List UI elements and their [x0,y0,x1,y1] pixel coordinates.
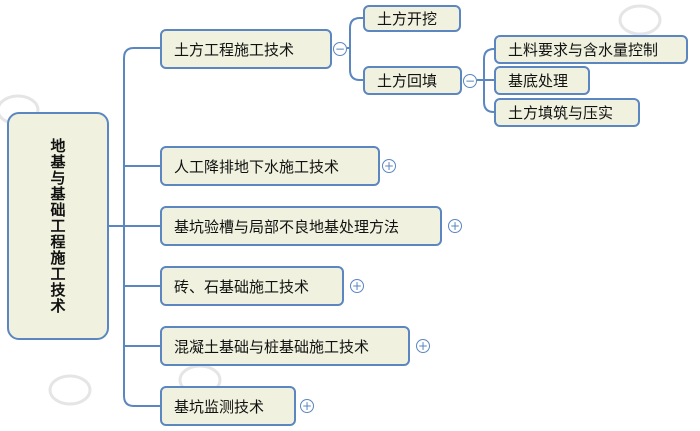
collapse-icon[interactable]: − [333,42,347,56]
node-label: 土方开挖 [377,10,438,28]
watermark-logo-icon [618,4,662,36]
root-node[interactable]: 地基与基础工程施工技术 [7,112,109,340]
branch-label: 基坑监测技术 [174,397,265,416]
branch-node-pit-monitoring[interactable]: 基坑监测技术 [160,386,296,426]
branch-node-concrete-pile[interactable]: 混凝土基础与桩基础施工技术 [160,326,410,366]
branch-node-earthwork[interactable]: 土方工程施工技术 [160,29,332,69]
branch-label: 基坑验槽与局部不良地基处理方法 [174,217,400,236]
branch-node-masonry-foundation[interactable]: 砖、石基础施工技术 [160,266,344,306]
branch-node-trench-inspection[interactable]: 基坑验槽与局部不良地基处理方法 [160,206,442,246]
node-compaction[interactable]: 土方填筑与压实 [494,98,640,127]
collapse-icon[interactable]: − [463,74,477,88]
root-label: 地基与基础工程施工技术 [48,138,67,314]
branch-label: 土方工程施工技术 [174,40,295,59]
expand-icon[interactable]: + [300,399,314,413]
node-label: 土方填筑与压实 [508,104,614,122]
node-label: 土方回填 [377,72,438,90]
node-label: 土料要求与含水量控制 [508,41,659,59]
expand-icon[interactable]: + [350,279,364,293]
expand-icon[interactable]: + [416,339,430,353]
branch-label: 混凝土基础与桩基础施工技术 [174,337,370,356]
expand-icon[interactable]: + [382,159,396,173]
branch-node-dewatering[interactable]: 人工降排地下水施工技术 [160,146,380,186]
watermark-logo-icon [48,374,92,406]
node-excavation[interactable]: 土方开挖 [363,5,461,32]
node-base-treatment[interactable]: 基底处理 [494,66,590,95]
node-label: 基底处理 [508,72,569,90]
node-backfill[interactable]: 土方回填 [363,66,462,95]
node-fill-material[interactable]: 土料要求与含水量控制 [494,35,688,64]
branch-label: 人工降排地下水施工技术 [174,157,340,176]
branch-label: 砖、石基础施工技术 [174,277,310,296]
expand-icon[interactable]: + [448,219,462,233]
